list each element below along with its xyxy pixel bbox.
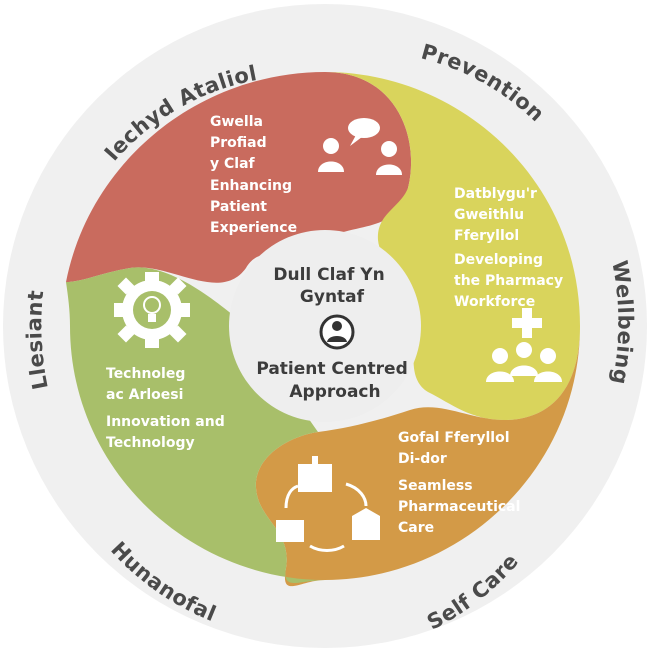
- care-english-text: Seamless Pharmaceutical Care: [398, 478, 525, 536]
- care-welsh-text: Gofal Fferyllol Di-dor: [398, 430, 514, 467]
- workforce-english-text: Developing the Pharmacy Workforce: [454, 252, 568, 310]
- segment-innovation-technology: [66, 267, 325, 583]
- technology-english-text: Innovation and Technology: [106, 414, 230, 451]
- conversation-people-icon: [318, 118, 402, 175]
- hospital-cycle-icon: [276, 456, 380, 552]
- person-icon: [319, 314, 355, 350]
- center-english-text: Patient Centred Approach: [256, 359, 413, 402]
- center-welsh-text: Dull Claf Yn Gyntaf: [273, 265, 390, 307]
- segment-developing-pharmacy-workforce: [325, 72, 580, 420]
- technology-welsh-text: Technoleg ac Arloesi: [106, 366, 190, 403]
- gear-lightbulb-icon: [114, 272, 190, 348]
- experience-welsh-text: Gwella Profiad y Claf: [210, 114, 272, 172]
- experience-english-text: Enhancing Patient Experience: [210, 178, 297, 236]
- segment-seamless-pharmaceutical-care: [255, 326, 580, 587]
- workforce-welsh-text: Datblygu'r Gweithlu Fferyllol: [454, 186, 542, 244]
- medical-team-icon: [486, 308, 562, 382]
